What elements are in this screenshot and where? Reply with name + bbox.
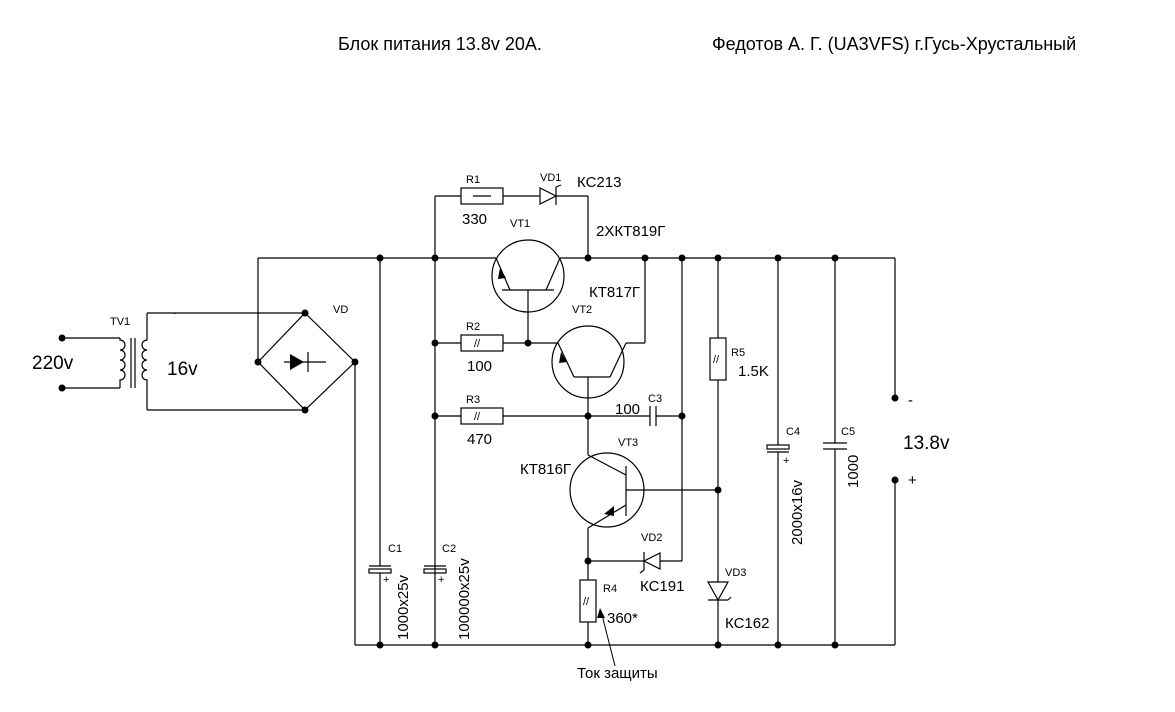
resistor-r3: // R3 470 [435, 394, 650, 448]
r4-value: 360* [607, 610, 638, 627]
r3-value: 470 [467, 431, 492, 448]
vt3-value: КТ816Г [520, 461, 571, 478]
r5-mark: // [713, 354, 720, 366]
vt1-value: 2ХКТ819Г [596, 223, 665, 240]
r2-mark: // [474, 338, 481, 350]
c4-plus: + [783, 455, 789, 467]
r2-value: 100 [467, 358, 492, 375]
c5-value: 1000 [845, 455, 862, 488]
vd1-label: VD1 [540, 172, 561, 184]
vt3-label: VT3 [618, 437, 638, 449]
transistor-vt3: VT3 КТ816Г [520, 416, 722, 580]
input-voltage-label: 220v [32, 353, 74, 374]
c5-label: C5 [841, 426, 855, 438]
capacitor-c5: C5 1000 [823, 258, 862, 645]
resistor-r2: // R2 100 [435, 321, 558, 375]
zener-vd2: VD2 КС191 [588, 532, 684, 595]
vd2-value: КС191 [640, 578, 684, 595]
tv1-label: TV1 [110, 316, 130, 328]
vd2-label: VD2 [641, 532, 662, 544]
schematic-author: Федотов А. Г. (UA3VFS) г.Гусь-Хрустальны… [712, 34, 1076, 54]
c4-value: 2000x16v [789, 479, 806, 545]
top-rail [258, 254, 899, 402]
r1-label: R1 [466, 174, 480, 186]
bottom-rail [355, 476, 899, 649]
c1-value: 1000x25v [395, 574, 412, 640]
resistor-r1: R1 330 [435, 174, 535, 228]
transistor-vt2: VT2 КТ817Г [551, 258, 646, 416]
zener-vd3: VD3 КС162 [706, 567, 769, 645]
c2-plus: + [438, 574, 444, 586]
resistor-r4: // R4 360* [579, 579, 638, 667]
c1-plus: + [383, 574, 389, 586]
c2-label: C2 [442, 543, 456, 555]
r5-value: 1.5K [738, 363, 769, 380]
c4-label: C4 [786, 426, 800, 438]
r3-mark: // [474, 411, 481, 423]
schematic-title: Блок питания 13.8v 20А. [338, 34, 542, 54]
output-voltage-label: 13.8v [903, 433, 950, 454]
r5-label: R5 [731, 347, 745, 359]
vt1-label: VT1 [510, 218, 530, 230]
vt2-value: КТ817Г [589, 284, 640, 301]
resistor-r5: // R5 1.5K [709, 258, 769, 582]
vd-label: VD [333, 304, 348, 316]
capacitor-c2: + C2 100000x25v [423, 543, 473, 640]
bridge-rectifier-vd: VD [175, 258, 359, 645]
capacitor-c3: C3 100 [615, 393, 686, 426]
vt2-label: VT2 [572, 304, 592, 316]
transistor-vt1: VT1 2ХКТ819Г [491, 218, 665, 343]
protection-current-label: Ток защиты [577, 665, 658, 682]
secondary-voltage-label: 16v [167, 359, 198, 380]
output-minus-label: - [908, 392, 913, 409]
c1-label: C1 [388, 543, 402, 555]
zener-vd1: VD1 КС213 [535, 172, 621, 258]
c2-value: 100000x25v [456, 558, 473, 640]
c3-value: 100 [615, 401, 640, 418]
r3-label: R3 [466, 394, 480, 406]
capacitor-c1: + C1 1000x25v [368, 258, 412, 645]
c3-label: C3 [648, 393, 662, 405]
r1-value: 330 [462, 211, 487, 228]
output-plus-label: + [908, 472, 917, 489]
transformer-tv1: TV1 [58, 312, 176, 411]
r2-label: R2 [466, 321, 480, 333]
capacitor-c4: + C4 2000x16v [766, 258, 806, 645]
vd3-label: VD3 [725, 567, 746, 579]
vd1-value: КС213 [577, 174, 621, 191]
r4-mark: // [583, 596, 590, 608]
vd3-value: КС162 [725, 615, 769, 632]
r4-label: R4 [603, 583, 617, 595]
